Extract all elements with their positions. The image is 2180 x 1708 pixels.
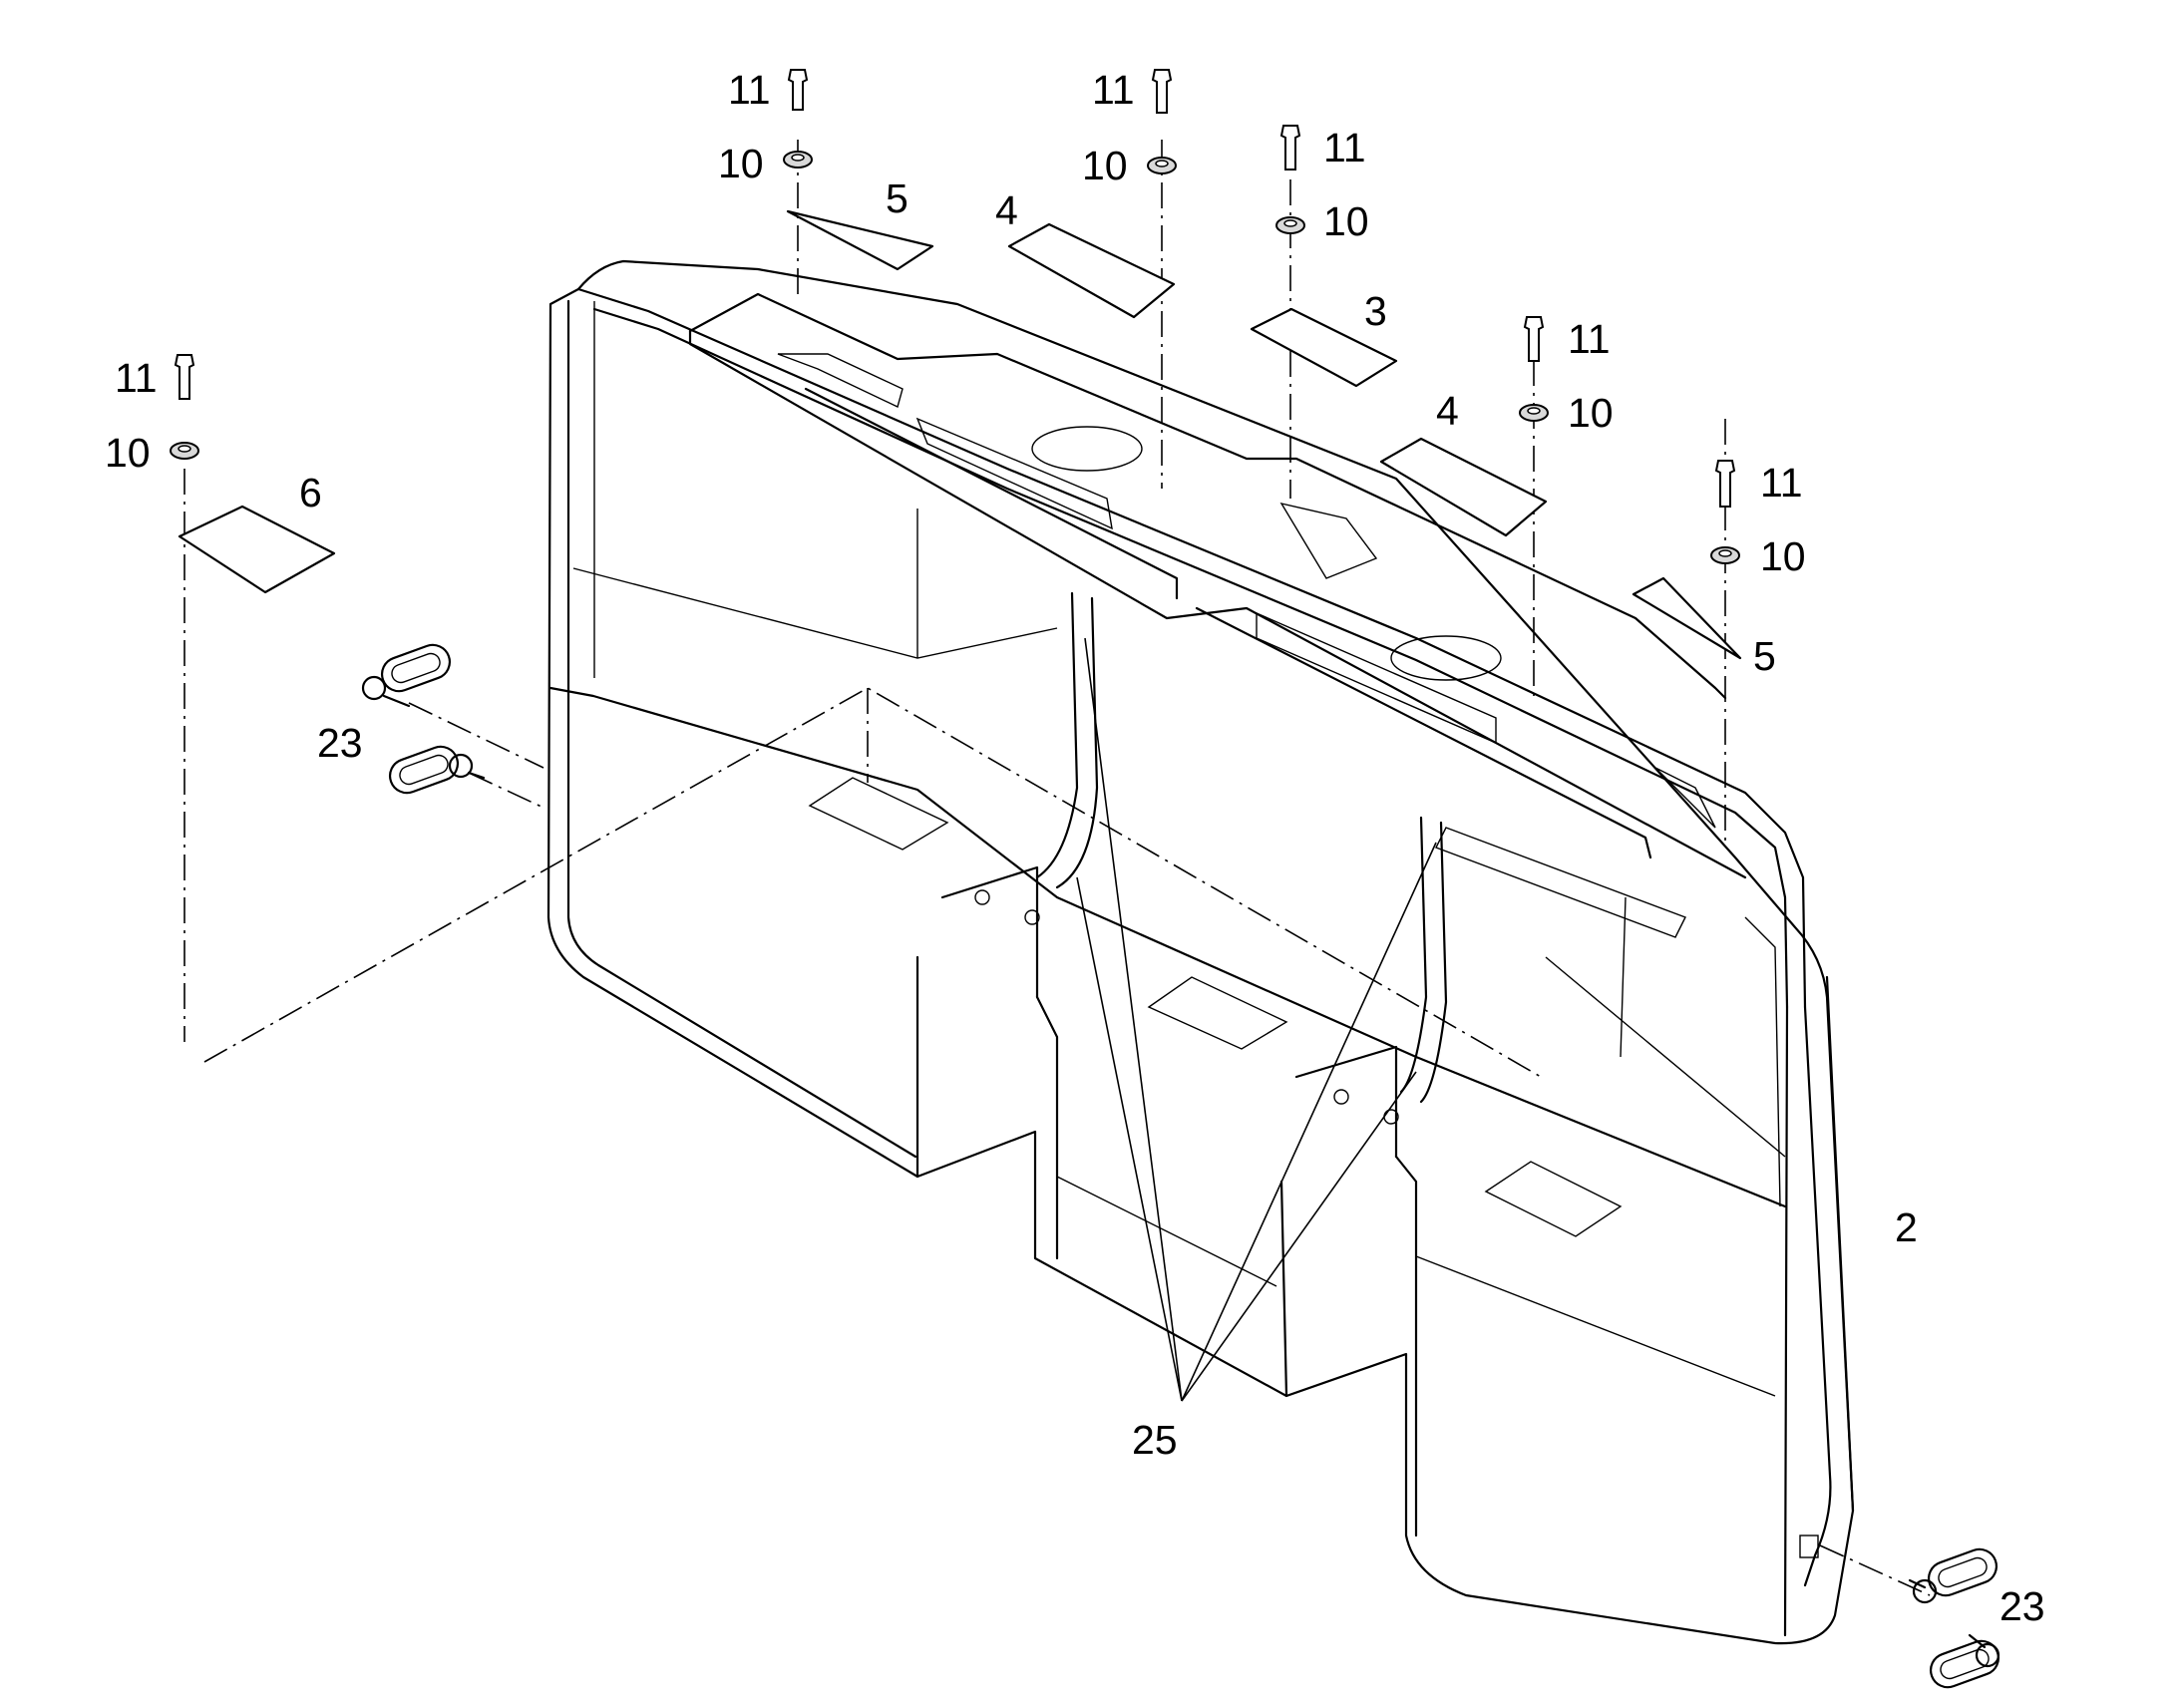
callout-2: 2 [1895,1204,1918,1250]
bolts-and-washers [170,69,1740,564]
cover-plate-3 [1250,307,1398,388]
bolt-11-e [1714,460,1736,508]
cover-plate-4-right [1379,437,1548,537]
callout-11-f: 11 [115,355,158,401]
callout-10-c: 10 [1323,198,1369,244]
bolt-11-a [787,69,809,111]
bolt-11-d [1523,316,1545,362]
callout-10-d: 10 [1568,390,1614,436]
callout-6: 6 [299,470,322,515]
counterweight-body [546,259,1855,1645]
callout-10-f: 10 [105,430,151,476]
callout-10-b: 10 [1082,143,1128,188]
callout-5-a: 5 [886,175,908,221]
leader-lines-25 [1076,637,1437,1402]
callout-23-a: 23 [317,720,363,766]
callout-4-a: 4 [995,187,1018,233]
bolt-11-c [1279,125,1301,171]
cover-plates [178,209,1742,660]
callout-25: 25 [1132,1417,1178,1463]
callout-11-e: 11 [1760,460,1803,506]
lifting-eye-23-left-top [361,643,452,708]
callout-11-c: 11 [1323,125,1366,171]
callout-10-e: 10 [1760,533,1806,579]
cover-plate-6 [178,505,336,594]
callout-labels: 11 10 5 11 10 4 11 10 3 11 10 4 11 10 5 … [105,67,2045,1629]
cover-plate-5-right [1632,576,1742,660]
callout-11-a: 11 [728,67,771,113]
bolt-11-f [174,354,195,400]
callout-10-a: 10 [718,141,764,186]
lifting-eye-23-right-bottom [1929,1633,2000,1689]
lifting-eyes [361,643,2000,1689]
callout-23-b: 23 [1999,1583,2045,1629]
lifting-eye-23-right-top [1908,1547,1998,1604]
cover-plate-5-top [786,209,934,271]
lifting-eye-23-left-bottom [388,745,486,795]
centerlines [183,140,1931,1596]
callout-4-b: 4 [1436,388,1459,434]
callout-11-d: 11 [1568,316,1611,362]
callout-5-b: 5 [1753,633,1776,679]
callout-3: 3 [1364,288,1387,334]
bolt-11-b [1151,69,1173,114]
cover-plate-4-top [1007,222,1176,319]
callout-11-b: 11 [1092,67,1135,113]
